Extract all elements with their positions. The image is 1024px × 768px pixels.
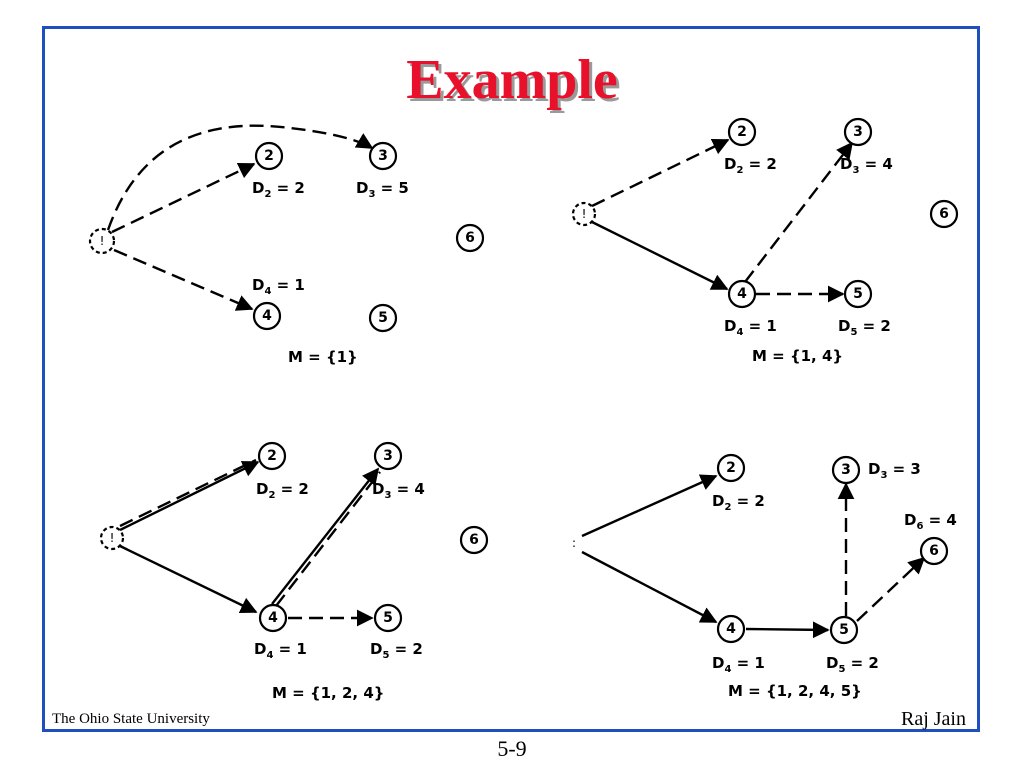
- svg-text:4: 4: [268, 610, 278, 626]
- distance-label: D3 = 3: [868, 460, 921, 481]
- distance-label: D5 = 2: [370, 640, 423, 661]
- distance-label: D3 = 4: [840, 155, 893, 176]
- distance-label: D4 = 1: [254, 640, 307, 661]
- node-4: 4: [727, 279, 757, 309]
- svg-text:!: !: [110, 531, 115, 545]
- svg-text:2: 2: [267, 448, 277, 464]
- node-3: 3: [373, 441, 403, 471]
- source-node: !: [571, 201, 597, 227]
- svg-text:5: 5: [378, 310, 388, 326]
- node-2: 2: [716, 453, 746, 483]
- source-label: !: [100, 234, 105, 248]
- node-6: 6: [929, 199, 959, 229]
- node-3: 3: [843, 117, 873, 147]
- panel-4: : 2 3 4 5 6 D2 = 2 D3 = 3 D6 = 4 D4 = 1 …: [572, 453, 957, 700]
- distance-label: D2 = 2: [256, 480, 309, 501]
- set-label: M = {1, 2, 4}: [272, 684, 384, 702]
- footer-author: Raj Jain: [901, 708, 966, 730]
- node-6: 6: [459, 525, 489, 555]
- svg-text:2: 2: [737, 124, 747, 140]
- set-label: M = {1, 2, 4, 5}: [728, 682, 862, 700]
- distance-label: D4 = 1: [724, 317, 777, 338]
- panel-3: ! 2 3 4 5 6 D2 = 2 D3 = 4 D4 = 1 D5 = 2 …: [99, 441, 489, 702]
- node-3: 3: [368, 141, 398, 171]
- svg-text:5: 5: [853, 286, 863, 302]
- distance-label: D4 = 1: [252, 276, 305, 297]
- distance-label: D5 = 2: [838, 317, 891, 338]
- node-5: 5: [843, 279, 873, 309]
- node-5: 5: [373, 603, 403, 633]
- edge-4-3: [271, 467, 380, 605]
- svg-text:3: 3: [383, 448, 393, 464]
- node-2: 2: [257, 441, 287, 471]
- slide-frame: [42, 26, 980, 732]
- node-2: 2: [727, 117, 757, 147]
- node-6: 6: [919, 536, 949, 566]
- svg-text:6: 6: [939, 206, 949, 222]
- edge-1-3: [106, 124, 374, 231]
- node-3: 3: [831, 455, 861, 485]
- edge-1-2: [591, 138, 730, 208]
- distance-label: D5 = 2: [826, 654, 879, 675]
- edge-5-6: [856, 556, 926, 622]
- edge-4-5: [745, 621, 830, 639]
- svg-text:3: 3: [378, 148, 388, 164]
- node-4: 4: [258, 603, 288, 633]
- distance-label: D2 = 2: [724, 155, 777, 176]
- edge-1-2: [111, 162, 256, 234]
- panel-2: ! 2 3 4 5 6 D2 = 2 D3 = 4 D4 = 1 D5 = 2 …: [571, 117, 959, 365]
- node-4: 4: [716, 614, 746, 644]
- svg-text:6: 6: [469, 532, 479, 548]
- svg-text:4: 4: [262, 308, 272, 324]
- edge-1-4: [119, 544, 258, 614]
- edge-1-4: [591, 220, 729, 291]
- edge-1-4: [113, 248, 254, 311]
- footer-university: The Ohio State University: [52, 711, 210, 727]
- source-node: :: [572, 536, 576, 550]
- edge-1-2: [119, 460, 260, 532]
- set-label: M = {1}: [288, 348, 358, 366]
- panel-1: ! 2 3 4 5 6 D2 = 2 D3 = 5 D4 = 1 M = {1}: [88, 124, 485, 366]
- node-5: 5: [829, 615, 859, 645]
- svg-text::: :: [572, 536, 576, 550]
- svg-text:4: 4: [726, 621, 736, 637]
- svg-text:3: 3: [853, 124, 863, 140]
- node-5: 5: [368, 303, 398, 333]
- page-number: 5-9: [497, 736, 527, 761]
- svg-text:3: 3: [841, 462, 851, 478]
- slide-title: Example: [406, 49, 618, 111]
- svg-text:2: 2: [726, 460, 736, 476]
- node-2: 2: [254, 141, 284, 171]
- svg-text:6: 6: [929, 543, 939, 559]
- svg-text:5: 5: [839, 622, 849, 638]
- node-4: 4: [252, 301, 282, 331]
- distance-label: D2 = 2: [252, 179, 305, 200]
- node-6: 6: [455, 223, 485, 253]
- distance-label: D6 = 4: [904, 511, 957, 532]
- svg-text:2: 2: [264, 148, 274, 164]
- edge-1-2: [581, 474, 718, 538]
- edge-4-3: [744, 141, 854, 283]
- distance-label: D3 = 5: [356, 179, 409, 200]
- distance-label: D3 = 4: [372, 480, 425, 501]
- source-node: !: [99, 525, 125, 551]
- source-node: !: [88, 227, 116, 255]
- svg-text:6: 6: [465, 230, 475, 246]
- svg-text:5: 5: [383, 610, 393, 626]
- distance-label: D2 = 2: [712, 492, 765, 513]
- svg-text:4: 4: [737, 286, 747, 302]
- distance-label: D4 = 1: [712, 654, 765, 675]
- svg-text:!: !: [582, 207, 587, 221]
- set-label: M = {1, 4}: [752, 347, 843, 365]
- edge-1-4: [581, 550, 718, 624]
